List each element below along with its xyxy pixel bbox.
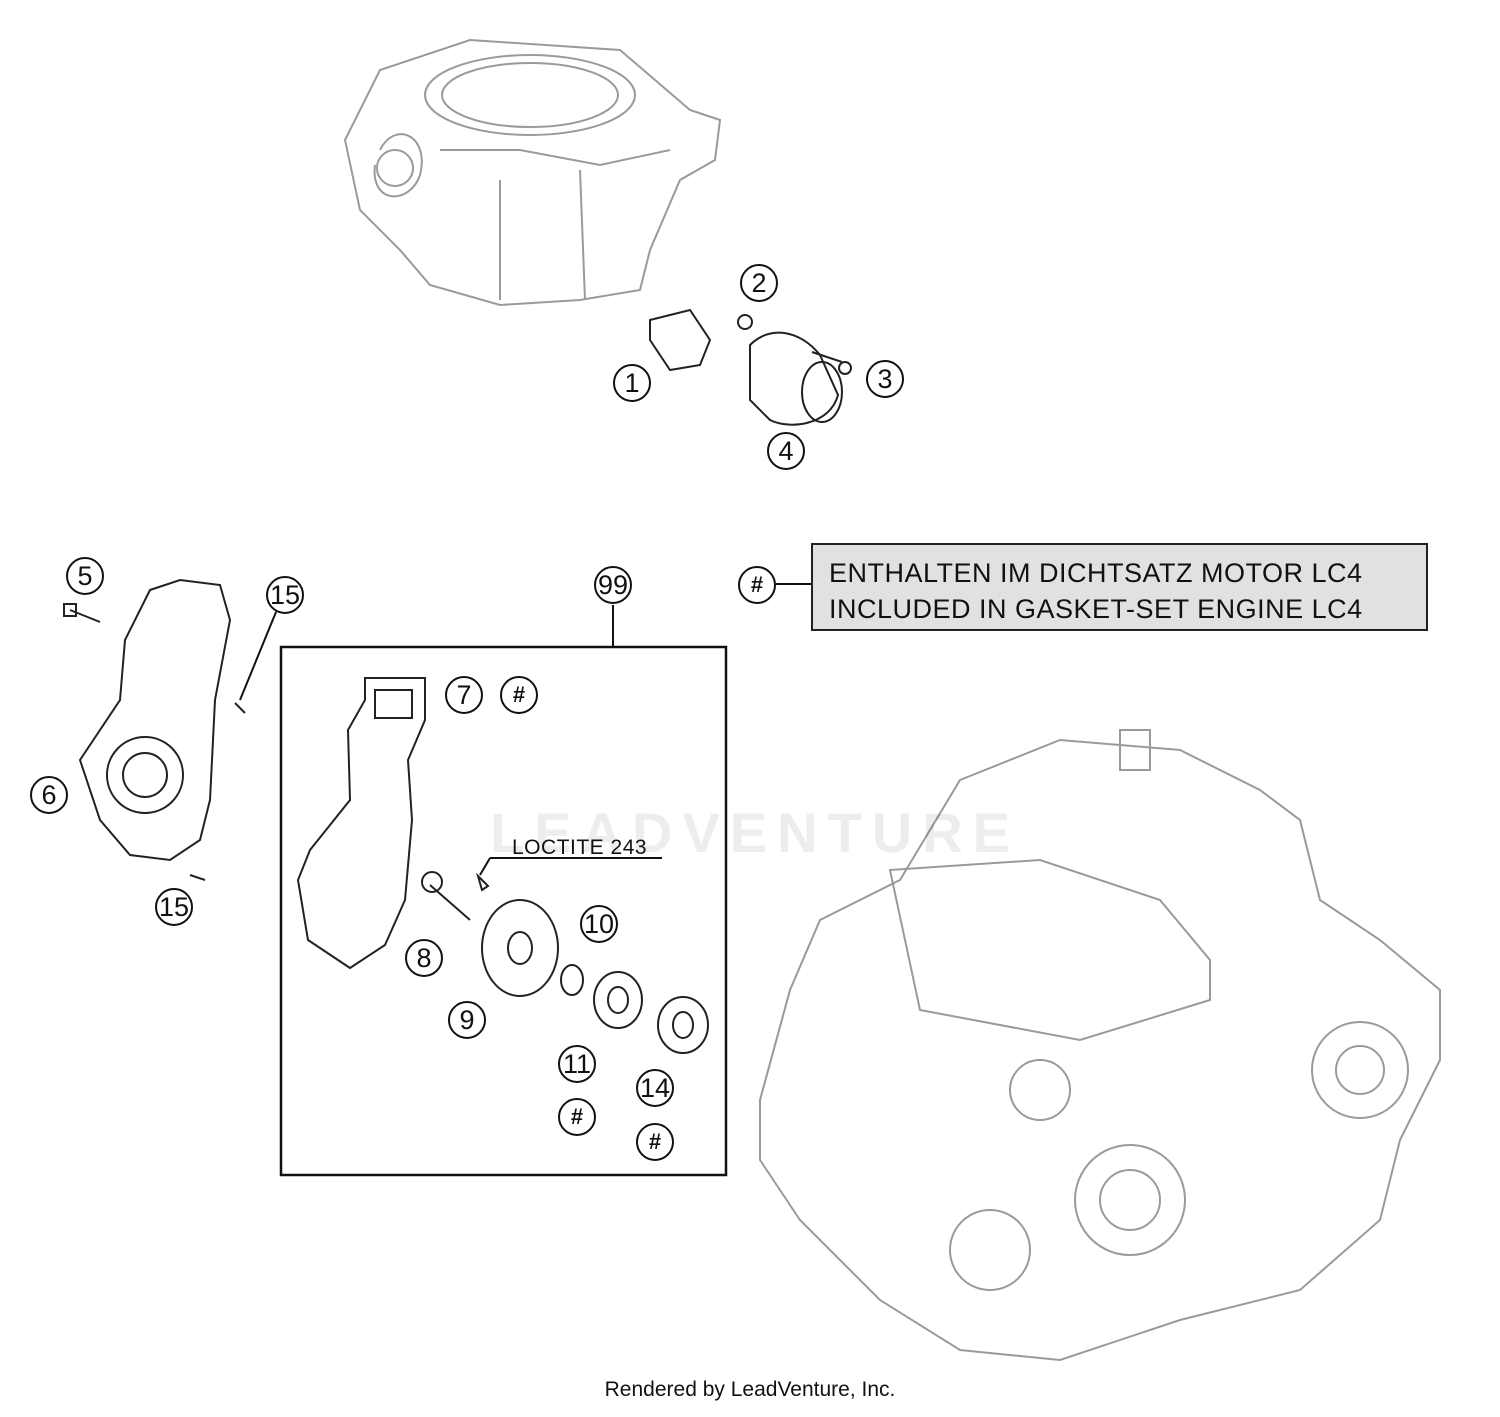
callout-hash-11: # (558, 1098, 596, 1136)
water-pump-cover (63, 578, 246, 881)
kit-99-box (279, 645, 728, 1177)
callout-2: 2 (740, 264, 778, 302)
callout-99: 99 (594, 566, 632, 604)
callout-15-lower: 15 (155, 888, 193, 926)
thermostat-parts (649, 308, 852, 426)
note-line-english: INCLUDED IN GASKET-SET ENGINE LC4 (829, 594, 1363, 624)
callout-9: 9 (448, 1001, 486, 1039)
callout-14: 14 (636, 1069, 674, 1107)
callout-15-upper: 15 (266, 576, 304, 614)
cylinder-outline (343, 38, 722, 307)
callout-1: 1 (613, 364, 651, 402)
crankcase-outline (759, 729, 1441, 1362)
callout-hash-14: # (636, 1123, 674, 1161)
gasket-set-note: ENTHALTEN IM DICHTSATZ MOTOR LC4 INCLUDE… (811, 543, 1428, 631)
callout-hash-legend: # (738, 566, 776, 604)
leader-lines (239, 583, 811, 1177)
render-credit: Rendered by LeadVenture, Inc. (604, 1378, 896, 1401)
loctite-label: LOCTITE 243 (512, 836, 648, 859)
callout-8: 8 (405, 939, 443, 977)
note-line-german: ENTHALTEN IM DICHTSATZ MOTOR LC4 (829, 558, 1363, 588)
callout-6: 6 (30, 776, 68, 814)
callout-5: 5 (66, 557, 104, 595)
kit-parts (296, 677, 709, 1054)
callout-3: 3 (866, 360, 904, 398)
watermark: LEADVENTURE (490, 801, 1021, 864)
callout-4: 4 (767, 432, 805, 470)
callout-hash-7: # (500, 676, 538, 714)
callout-10: 10 (580, 905, 618, 943)
callout-11: 11 (558, 1045, 596, 1083)
callout-7: 7 (445, 676, 483, 714)
